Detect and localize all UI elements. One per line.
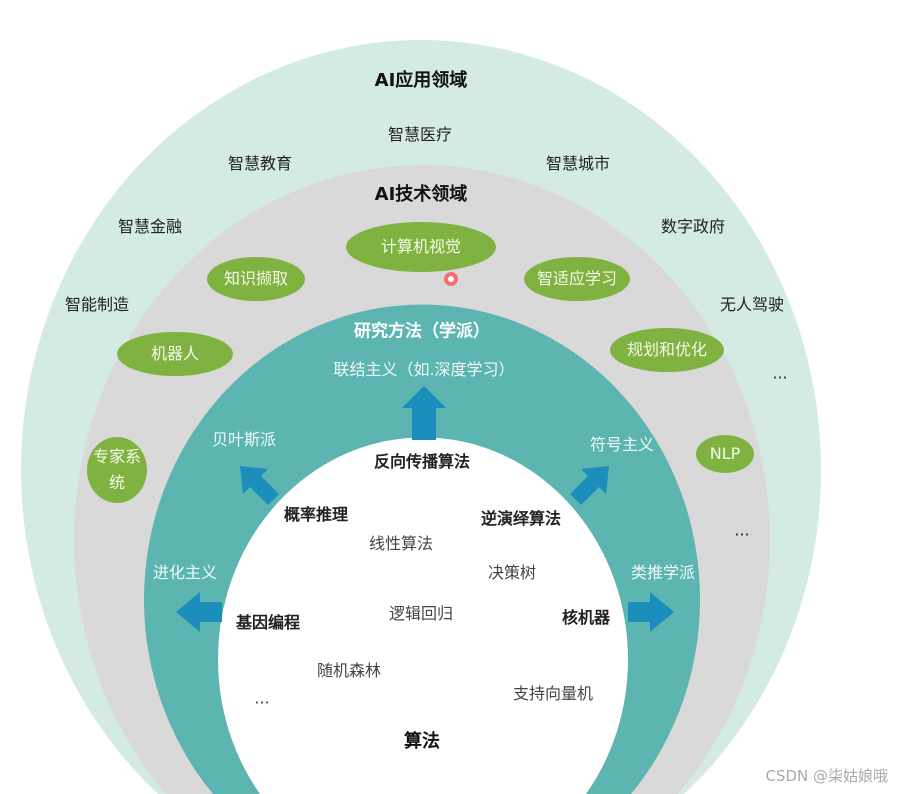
arrow-right-icon [628,592,674,632]
method-item: 符号主义 [589,435,655,454]
pointer-marker-center [448,276,454,282]
app-item: 智慧城市 [545,154,611,173]
app-item: 智能制造 [64,295,130,314]
arrow-upright-icon [570,466,609,505]
algo-item: 决策树 [487,563,537,582]
algo-item: 逻辑回归 [388,604,454,623]
tech-pill: 智适应学习 [524,257,630,301]
tech-pill: 知识撷取 [207,257,305,301]
algo-item: 支持向量机 [512,684,594,703]
algo-item: 线性算法 [368,534,434,553]
tech-pill: 计算机视觉 [346,222,496,272]
algo-item: 反向传播算法 [373,452,471,471]
application-title: AI应用领域 [374,70,468,91]
algo-item: ... [254,688,270,708]
methods-title: 研究方法（学派） [354,321,490,342]
algo-item: 概率推理 [283,505,349,524]
app-item: 数字政府 [660,217,726,236]
tech-item: ... [734,520,750,540]
arrow-up-icon [402,386,446,440]
app-item: 智慧金融 [117,217,183,236]
tech-pill: 专家系统 [87,437,147,503]
tech-pill: 机器人 [117,332,233,376]
method-item: 联结主义（如.深度学习） [333,360,515,379]
arrow-left-icon [176,592,222,632]
algo-item: 随机森林 [316,661,382,680]
tech-pill: NLP [696,435,754,473]
app-item: 智慧医疗 [387,125,453,144]
method-item: 进化主义 [152,563,218,582]
algorithms-core [218,437,628,794]
method-item: 贝叶斯派 [211,430,277,449]
arrow-upleft-icon [240,466,279,505]
app-item: 无人驾驶 [719,295,785,314]
algo-item: 逆演绎算法 [480,509,562,528]
tech-pill: 规划和优化 [610,328,724,372]
method-item: 类推学派 [630,563,696,582]
algo-item: 核机器 [561,608,611,627]
algo-item: 基因编程 [235,613,301,632]
app-item: ... [772,363,788,383]
algorithms-title: 算法 [404,731,440,752]
technology-title: AI技术领域 [374,184,468,205]
app-item: 智慧教育 [227,154,293,173]
watermark: CSDN @柒姑娘哦 [765,767,888,785]
